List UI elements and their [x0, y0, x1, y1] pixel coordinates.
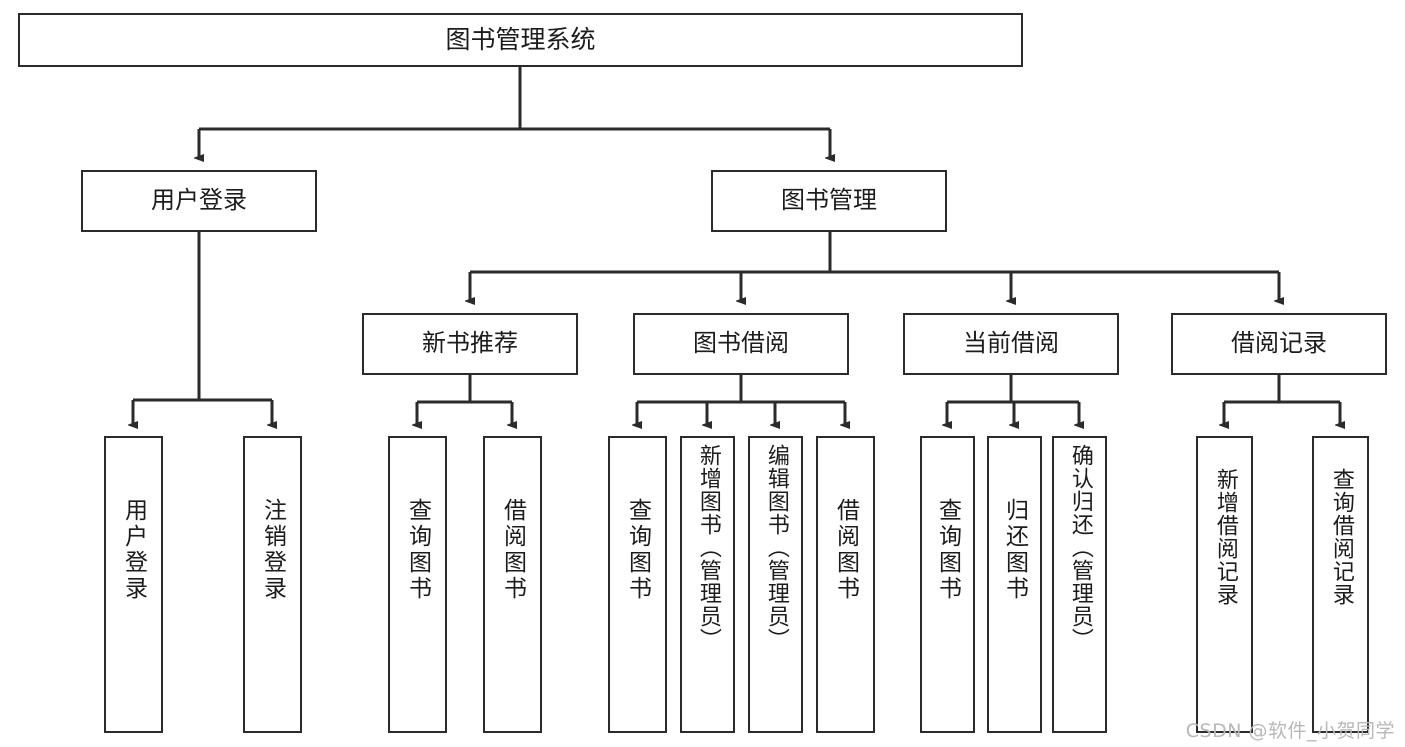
node-borrow-record[interactable]: 借阅记录 [1171, 313, 1387, 375]
leaf-query-book-2[interactable]: 查询图书 [608, 436, 667, 733]
node-user-login[interactable]: 用户登录 [81, 170, 317, 232]
node-book-management-label: 图书管理 [781, 186, 877, 215]
leaf-logout-label: 注销登录 [259, 498, 286, 602]
leaf-borrow-book-1[interactable]: 借阅图书 [483, 436, 542, 733]
leaf-query-book-1-label: 查询图书 [404, 498, 431, 602]
node-book-borrow-label: 图书借阅 [693, 329, 789, 358]
node-new-book-recommend-label: 新书推荐 [422, 329, 518, 358]
leaf-query-book-1[interactable]: 查询图书 [388, 436, 447, 733]
node-book-borrow[interactable]: 图书借阅 [633, 313, 849, 375]
node-root-label: 图书管理系统 [445, 24, 596, 54]
node-current-borrow[interactable]: 当前借阅 [903, 313, 1119, 375]
leaf-user-login[interactable]: 用户登录 [104, 436, 163, 733]
leaf-user-login-label: 用户登录 [120, 498, 147, 602]
node-new-book-recommend[interactable]: 新书推荐 [362, 313, 578, 375]
leaf-add-book-admin-label: 新增图书（管理员） [695, 444, 721, 651]
leaf-logout[interactable]: 注销登录 [243, 436, 302, 733]
leaf-add-borrow-record[interactable]: 新增借阅记录 [1196, 436, 1253, 733]
leaf-edit-book-admin[interactable]: 编辑图书（管理员） [748, 436, 803, 733]
node-book-management[interactable]: 图书管理 [711, 170, 947, 232]
node-user-login-label: 用户登录 [151, 186, 247, 215]
leaf-edit-book-admin-label: 编辑图书（管理员） [763, 444, 789, 651]
leaf-query-book-2-label: 查询图书 [624, 498, 651, 602]
leaf-add-book-admin[interactable]: 新增图书（管理员） [680, 436, 735, 733]
leaf-borrow-book-1-label: 借阅图书 [499, 498, 526, 602]
node-root[interactable]: 图书管理系统 [18, 13, 1023, 67]
leaf-query-borrow-record[interactable]: 查询借阅记录 [1312, 436, 1369, 733]
leaf-confirm-return-admin[interactable]: 确认归还（管理员） [1052, 436, 1107, 733]
leaf-query-borrow-record-label: 查询借阅记录 [1328, 468, 1354, 606]
leaf-query-book-3[interactable]: 查询图书 [920, 436, 975, 733]
leaf-return-book-label: 归还图书 [1001, 498, 1028, 602]
node-borrow-record-label: 借阅记录 [1231, 329, 1327, 358]
leaf-confirm-return-admin-label: 确认归还（管理员） [1067, 444, 1093, 651]
leaf-borrow-book-2[interactable]: 借阅图书 [816, 436, 875, 733]
leaf-borrow-book-2-label: 借阅图书 [832, 498, 859, 602]
node-current-borrow-label: 当前借阅 [963, 329, 1059, 358]
leaf-add-borrow-record-label: 新增借阅记录 [1212, 468, 1238, 606]
watermark: CSDN @软件_小贺同学 [1185, 720, 1395, 742]
leaf-return-book[interactable]: 归还图书 [987, 436, 1042, 733]
leaf-query-book-3-label: 查询图书 [934, 498, 961, 602]
